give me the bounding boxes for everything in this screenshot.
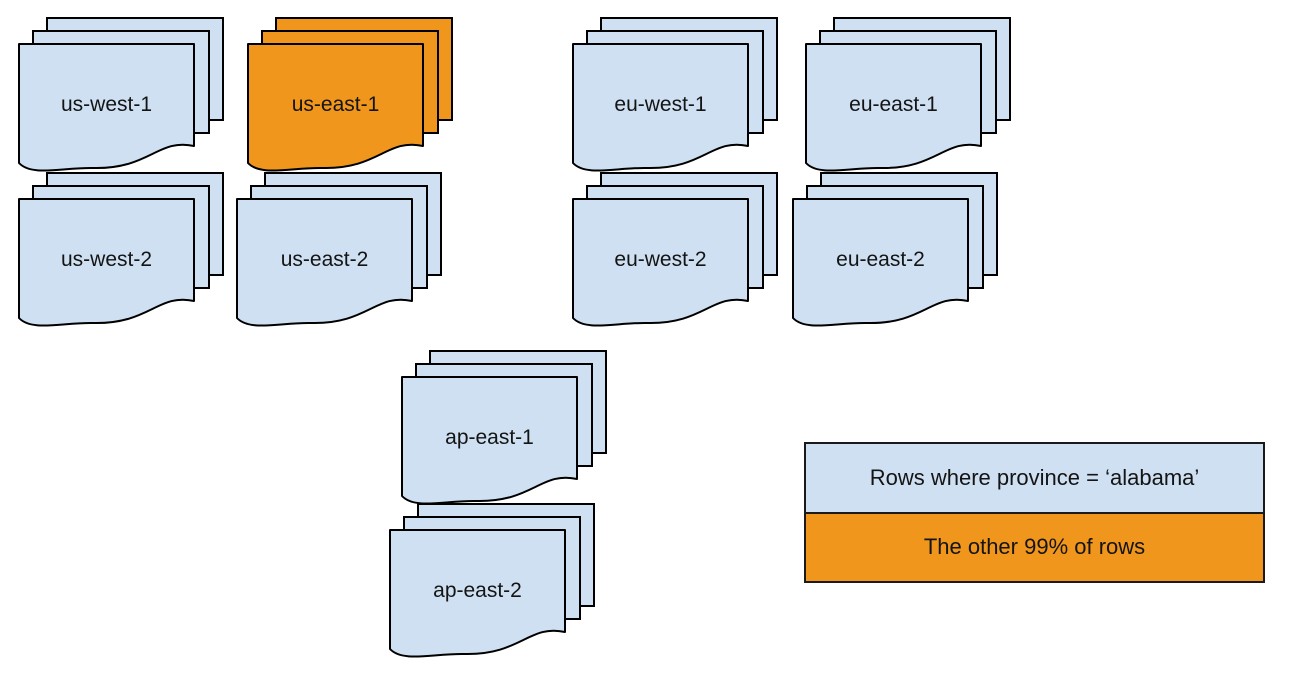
region-stack-us-west-2: us-west-2 [18,171,226,329]
region-stack-eu-west-2: eu-west-2 [572,171,780,329]
legend-item-alabama-rows: Rows where province = ‘alabama’ [806,444,1263,512]
region-stack-us-east-1: us-east-1 [247,16,455,174]
region-stack-ap-east-2: ap-east-2 [389,502,597,660]
region-stack-ap-east-1: ap-east-1 [401,349,609,507]
document-shape-icon [401,376,578,505]
document-shape-icon [572,43,749,172]
document-shape-icon [389,529,566,658]
region-stack-us-west-1: us-west-1 [18,16,226,174]
document-shape-icon [805,43,982,172]
document-shape-icon [247,43,424,172]
document-shape-icon [236,198,413,327]
document-shape-icon [792,198,969,327]
document-shape-icon [18,198,195,327]
legend-item-other-rows: The other 99% of rows [806,511,1263,581]
legend: Rows where province = ‘alabama’ The othe… [804,442,1265,583]
legend-item-label: The other 99% of rows [923,534,1146,560]
region-stack-eu-east-1: eu-east-1 [805,16,1013,174]
region-stack-eu-east-2: eu-east-2 [792,171,1000,329]
document-shape-icon [572,198,749,327]
region-stack-us-east-2: us-east-2 [236,171,444,329]
document-shape-icon [18,43,195,172]
legend-item-label: Rows where province = ‘alabama’ [869,464,1200,490]
region-stack-eu-west-1: eu-west-1 [572,16,780,174]
